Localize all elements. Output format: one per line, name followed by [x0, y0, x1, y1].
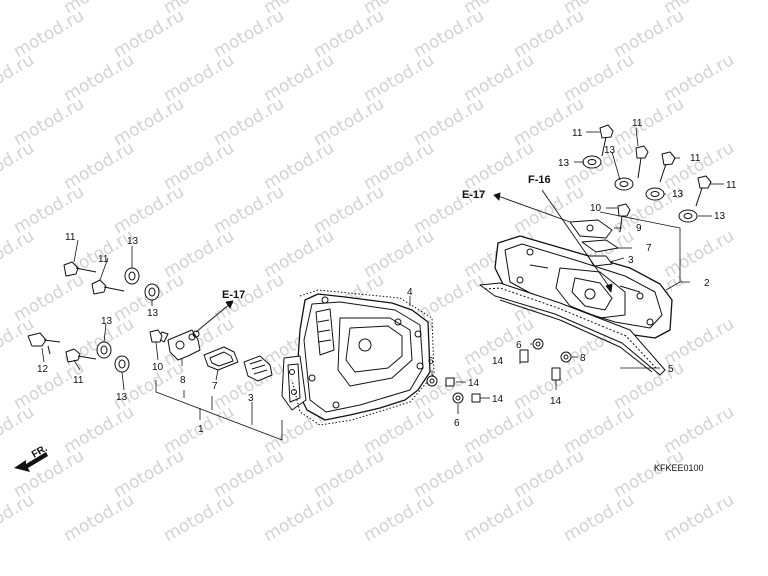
front-label: FR.	[30, 443, 50, 461]
callout-6: 6	[516, 340, 522, 351]
leader-lines	[41, 127, 724, 441]
callout-11: 11	[572, 128, 583, 139]
gasket-7-left	[203, 346, 239, 371]
callout-10: 10	[152, 362, 164, 373]
bolts-right-group	[599, 124, 712, 233]
callout-11: 11	[726, 180, 737, 191]
cylinder-head-cover-left	[281, 289, 435, 426]
callout-5: 5	[668, 364, 674, 375]
callout-13: 13	[101, 316, 113, 327]
callout-8: 8	[180, 375, 186, 386]
reference-arrows	[195, 189, 613, 333]
ref-f16: F-16	[528, 174, 551, 186]
callout-11: 11	[632, 118, 643, 129]
ref-e17-right: E-17	[462, 189, 485, 201]
callouts: 11 11 13 13 13 13 11 12 10 8 7 3 1 4 6 1…	[37, 118, 737, 435]
callout-12: 12	[37, 364, 49, 375]
callout-9: 9	[636, 223, 642, 234]
callout-11: 11	[73, 375, 84, 386]
breather-fitting-9	[569, 219, 613, 239]
callout-4: 4	[407, 287, 413, 298]
callout-14: 14	[492, 394, 504, 405]
front-arrow	[14, 452, 48, 472]
callout-6: 6	[428, 356, 434, 367]
callout-13: 13	[127, 236, 139, 247]
callout-6: 6	[454, 418, 460, 429]
callout-13: 13	[558, 158, 570, 169]
callout-13: 13	[116, 392, 128, 403]
callout-3: 3	[248, 393, 254, 404]
callout-3: 3	[628, 255, 634, 266]
callout-14: 14	[550, 396, 562, 407]
nuts-and-collars	[426, 338, 572, 404]
callout-13: 13	[714, 211, 726, 222]
callout-14: 14	[468, 378, 480, 389]
callout-11: 11	[65, 232, 76, 243]
callout-13: 13	[604, 145, 616, 156]
callout-8: 8	[580, 353, 586, 364]
callout-11: 11	[98, 254, 109, 265]
callout-10: 10	[590, 203, 602, 214]
callout-7: 7	[646, 243, 652, 254]
ref-e17-left: E-17	[222, 289, 245, 301]
callout-2: 2	[704, 278, 710, 289]
bolts-left-group	[27, 261, 163, 363]
callout-7: 7	[212, 381, 218, 392]
callout-13: 13	[672, 189, 684, 200]
diagram-code: KFKEE0100	[654, 463, 704, 473]
callout-1: 1	[198, 424, 204, 435]
insert-3-left	[243, 355, 273, 382]
gasket-right	[479, 282, 666, 376]
callout-13: 13	[147, 308, 159, 319]
breather-fitting-8	[157, 329, 201, 361]
grommets-left-group	[96, 267, 160, 373]
callout-14: 14	[492, 356, 504, 367]
callout-11: 11	[690, 153, 701, 164]
gasket-7-right	[581, 239, 619, 253]
